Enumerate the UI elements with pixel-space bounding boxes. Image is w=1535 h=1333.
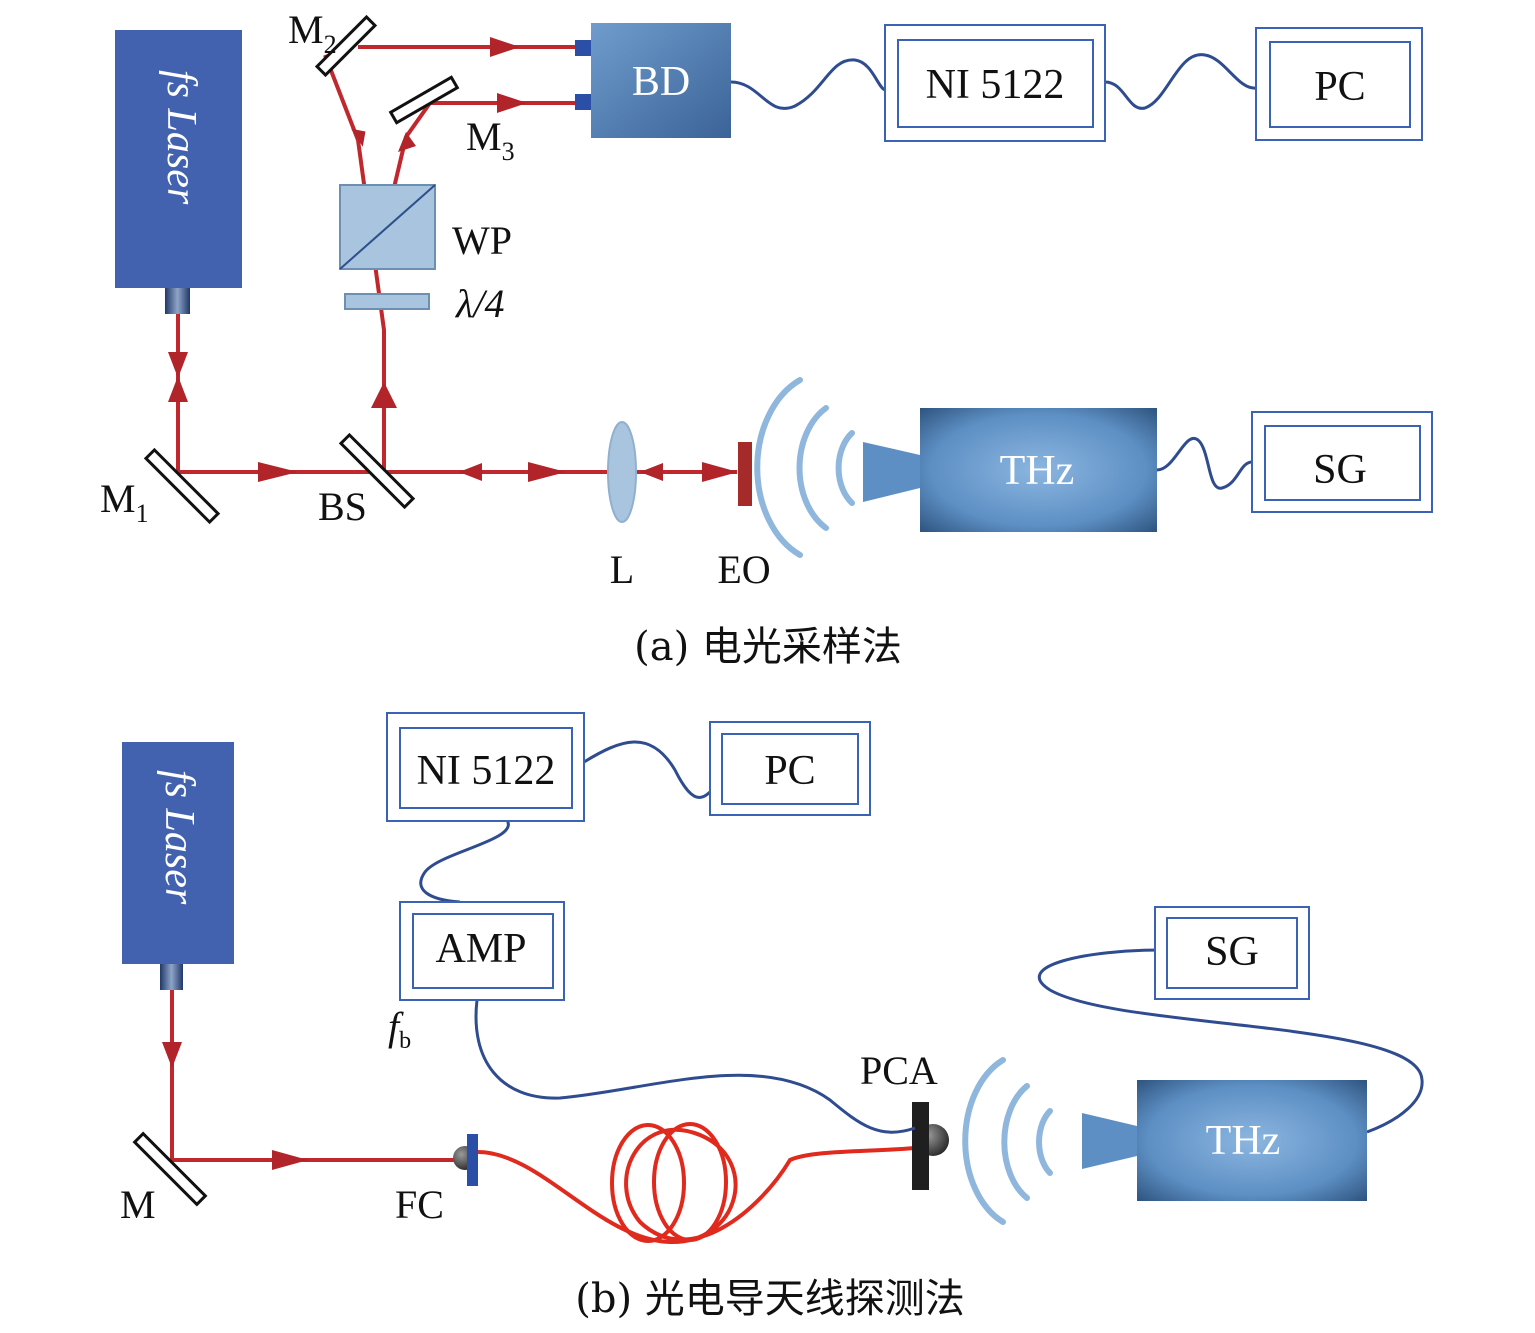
ni-5122-a: NI 5122 (884, 24, 1106, 142)
fiber-coupler (453, 1134, 478, 1186)
beam-arrows-a (168, 37, 738, 482)
bs-label: BS (318, 484, 367, 529)
laser-output-port-a (165, 288, 190, 314)
beam-arrows-b (162, 1042, 308, 1170)
wollaston-prism (339, 184, 436, 270)
fs-laser-b-label: fs Laser (156, 770, 202, 905)
pc-a: PC (1255, 27, 1423, 141)
panel-b: fs Laser (120, 712, 1424, 1322)
m2-label: M2 (288, 7, 337, 59)
pc-a-label: PC (1314, 64, 1365, 110)
qwp-label: λ/4 (455, 281, 504, 326)
thz-a-label: THz (1000, 448, 1075, 494)
fs-laser-a: fs Laser (115, 30, 242, 314)
wire-amp-ni (419, 812, 510, 904)
sg-b-label: SG (1205, 929, 1259, 975)
thz-source-a: THz (863, 408, 1157, 532)
m3-label: M3 (466, 114, 515, 166)
quarter-wave-plate (344, 293, 430, 310)
amp: AMP (399, 901, 565, 1001)
fb-label: fb (388, 1004, 411, 1054)
laser-output-port-b (160, 964, 183, 990)
panel-a: fs Laser (100, 7, 1433, 670)
caption-a: (a) 电光采样法 (634, 624, 902, 670)
ni-5122-b-label: NI 5122 (417, 748, 556, 794)
sg-a-label: SG (1313, 447, 1367, 493)
lens-l (607, 421, 637, 523)
pca-label: PCA (860, 1048, 938, 1093)
pc-b: PC (709, 721, 871, 816)
thz-waves-a (754, 377, 855, 558)
thz-waves-b (962, 1057, 1053, 1225)
caption-b: (b) 光电导天线探测法 (575, 1276, 965, 1322)
fc-label: FC (395, 1182, 444, 1227)
lens-label: L (610, 547, 634, 592)
fs-laser-a-label: fs Laser (158, 70, 204, 205)
fs-laser-b: fs Laser (122, 742, 234, 990)
mirror-m3 (388, 75, 460, 125)
fiber-coil (477, 1122, 916, 1245)
m1-label: M1 (100, 476, 149, 528)
balanced-detector: BD (575, 23, 731, 138)
ni-5122-a-label: NI 5122 (926, 62, 1065, 108)
pc-b-label: PC (764, 748, 815, 794)
mirror-m (132, 1131, 208, 1207)
m-label: M (120, 1182, 156, 1227)
sg-a: SG (1251, 411, 1433, 513)
beam-splitter-bs (338, 432, 416, 510)
wire-ni-pc-b (583, 740, 722, 799)
mirror-m1 (143, 447, 221, 525)
sg-b: SG (1154, 906, 1310, 1000)
ni-5122-b: NI 5122 (386, 712, 585, 822)
wire-pca-amp (474, 999, 916, 1134)
wire-bd-ni-a (730, 58, 886, 110)
wire-ni-pc-a (1104, 53, 1257, 110)
bd-label: BD (632, 59, 690, 105)
wp-label: WP (452, 218, 512, 263)
beam-path-b (170, 990, 460, 1162)
wire-thz-sg-a (1156, 436, 1253, 490)
eo-crystal (738, 442, 752, 506)
pca (912, 1102, 949, 1190)
wire-sg-thz-b (1037, 948, 1424, 1134)
thz-b-label: THz (1206, 1118, 1281, 1164)
thz-source-b: THz (1082, 1080, 1367, 1201)
eo-label: EO (717, 547, 770, 592)
mirror-m2 (314, 14, 378, 78)
amp-label: AMP (435, 926, 526, 972)
